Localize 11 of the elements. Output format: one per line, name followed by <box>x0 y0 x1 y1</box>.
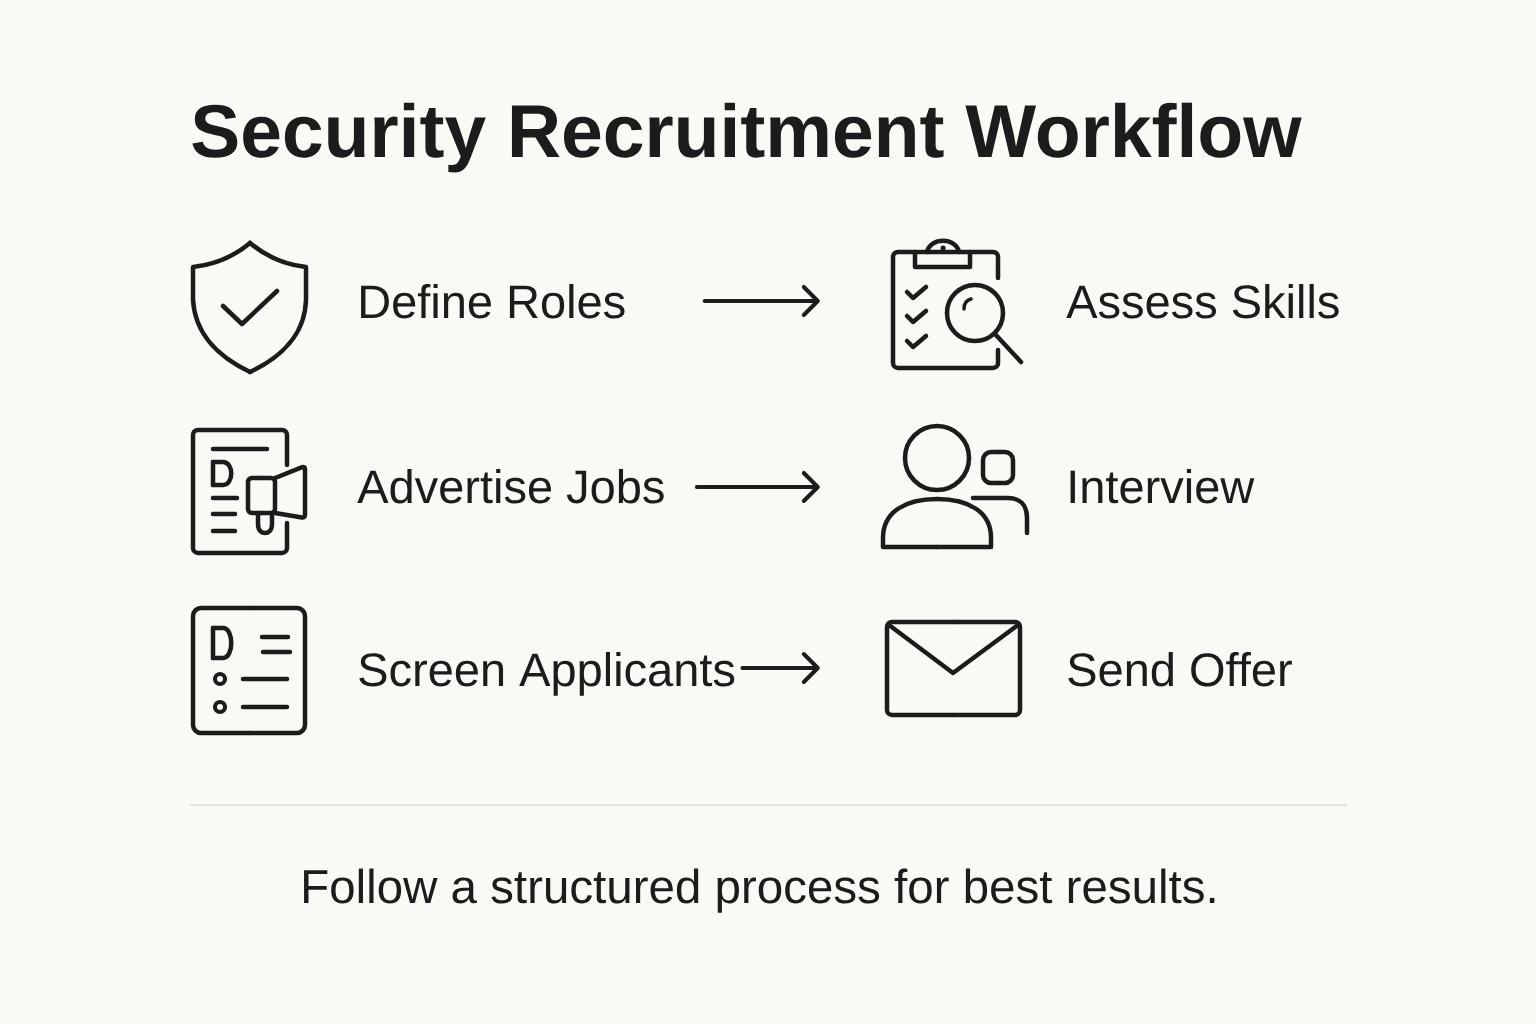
arrow <box>702 285 820 317</box>
step-label: Send Offer <box>1068 651 1292 687</box>
title: Security Recruitment Workflow <box>192 102 1302 173</box>
caption: Follow a structured process for best results. <box>304 868 1215 913</box>
step-label: Advertise Jobs <box>357 468 664 504</box>
step-label: Screen Applicants <box>359 651 735 696</box>
step-label: Assess Skills <box>1066 283 1339 319</box>
step-label: Define Roles <box>361 283 625 319</box>
arrow <box>740 652 820 684</box>
arrow <box>694 471 820 503</box>
step-label: Interview <box>1070 468 1255 504</box>
